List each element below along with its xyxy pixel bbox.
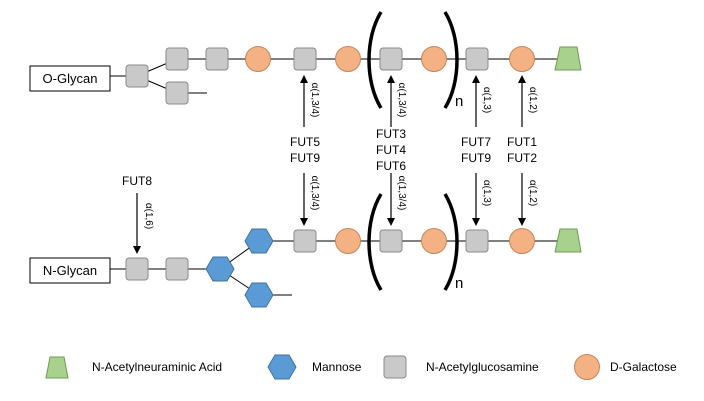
repeat-close-paren xyxy=(443,193,459,291)
galactose-circle xyxy=(509,228,535,254)
legend-mannose-icon xyxy=(267,354,297,380)
bond-label: α(1,2) xyxy=(527,180,538,206)
repeat-close-paren xyxy=(443,11,459,109)
mannose-hexagon xyxy=(244,228,274,254)
legend-label: D-Galactose xyxy=(610,360,677,374)
enzyme-label: FUT2 xyxy=(507,151,537,165)
bond-label: α(1,6) xyxy=(143,203,154,229)
legend-galactose-icon xyxy=(574,354,600,380)
enzyme-labels: FUT5 FUT9 FUT3 FUT4 FUT6 FUT7 FUT9 FUT1 … xyxy=(122,127,537,188)
enzyme-label: FUT1 xyxy=(507,135,537,149)
galactose-circle xyxy=(421,46,447,72)
enzyme-label: FUT5 xyxy=(290,135,320,149)
neuraminic-acid-trapezoid xyxy=(554,228,582,253)
mannose-hexagon xyxy=(205,256,235,282)
enzyme-label: FUT8 xyxy=(122,174,152,188)
enzyme-label: FUT7 xyxy=(461,135,491,149)
enzyme-label: FUT3 xyxy=(376,127,406,141)
glcnac-square xyxy=(293,47,317,71)
glcnac-square xyxy=(465,229,489,253)
bond-labels: α(1,3/4) α(1,3/4) α(1,3) α(1,2) α(1,3/4)… xyxy=(143,83,538,230)
galactose-circle xyxy=(335,46,361,72)
bond-label: α(1,3/4) xyxy=(309,83,320,118)
glcnac-square xyxy=(165,81,189,105)
bond-label: α(1,3/4) xyxy=(396,83,407,118)
n-glycan-label-box xyxy=(29,257,111,284)
neuraminic-acid-trapezoid xyxy=(554,46,582,71)
glcnac-square xyxy=(379,229,403,253)
o-glycan-label-box xyxy=(29,65,111,92)
glcnac-square xyxy=(205,47,229,71)
bond-label: α(1,3/4) xyxy=(396,176,407,211)
legend-glcnac-icon xyxy=(383,355,407,379)
glcnac-square xyxy=(379,47,403,71)
legend-label: N-Acetylglucosamine xyxy=(426,360,539,374)
linkage-arrows xyxy=(133,75,526,254)
galactose-circle xyxy=(245,46,271,72)
legend-label: N-Acetylneuraminic Acid xyxy=(92,360,222,374)
bond-label: α(1,2) xyxy=(527,87,538,113)
mannose-hexagon xyxy=(244,282,274,308)
o-glycan-label: O-Glycan xyxy=(43,71,98,86)
glcnac-square xyxy=(125,257,149,281)
galactose-circle xyxy=(421,228,447,254)
glcnac-square xyxy=(165,257,189,281)
galactose-circle xyxy=(335,228,361,254)
legend-label: Mannose xyxy=(312,360,362,374)
n-glycan-structure: N-Glycan n xyxy=(29,193,582,308)
glcnac-square xyxy=(293,229,317,253)
galactose-circle xyxy=(509,46,535,72)
repeat-open-paren xyxy=(367,193,383,291)
repeat-index: n xyxy=(455,275,463,292)
bond-label: α(1,3) xyxy=(481,87,492,113)
enzyme-label: FUT4 xyxy=(376,143,406,157)
repeat-index: n xyxy=(455,93,463,110)
glcnac-square xyxy=(165,47,189,71)
bond-label: α(1,3/4) xyxy=(309,176,320,211)
n-glycan-label: N-Glycan xyxy=(43,263,97,278)
glcnac-square xyxy=(465,47,489,71)
glcnac-square xyxy=(125,64,149,88)
enzyme-label: FUT9 xyxy=(461,151,491,165)
o-glycan-structure: O-Glycan n xyxy=(29,11,582,110)
legend: N-Acetylneuraminic Acid Mannose N-Acetyl… xyxy=(45,354,677,380)
bond-label: α(1,3) xyxy=(481,180,492,206)
enzyme-label: FUT6 xyxy=(376,159,406,173)
enzyme-label: FUT9 xyxy=(290,151,320,165)
repeat-open-paren xyxy=(367,11,383,109)
legend-neuraminic-acid-icon xyxy=(45,356,69,379)
